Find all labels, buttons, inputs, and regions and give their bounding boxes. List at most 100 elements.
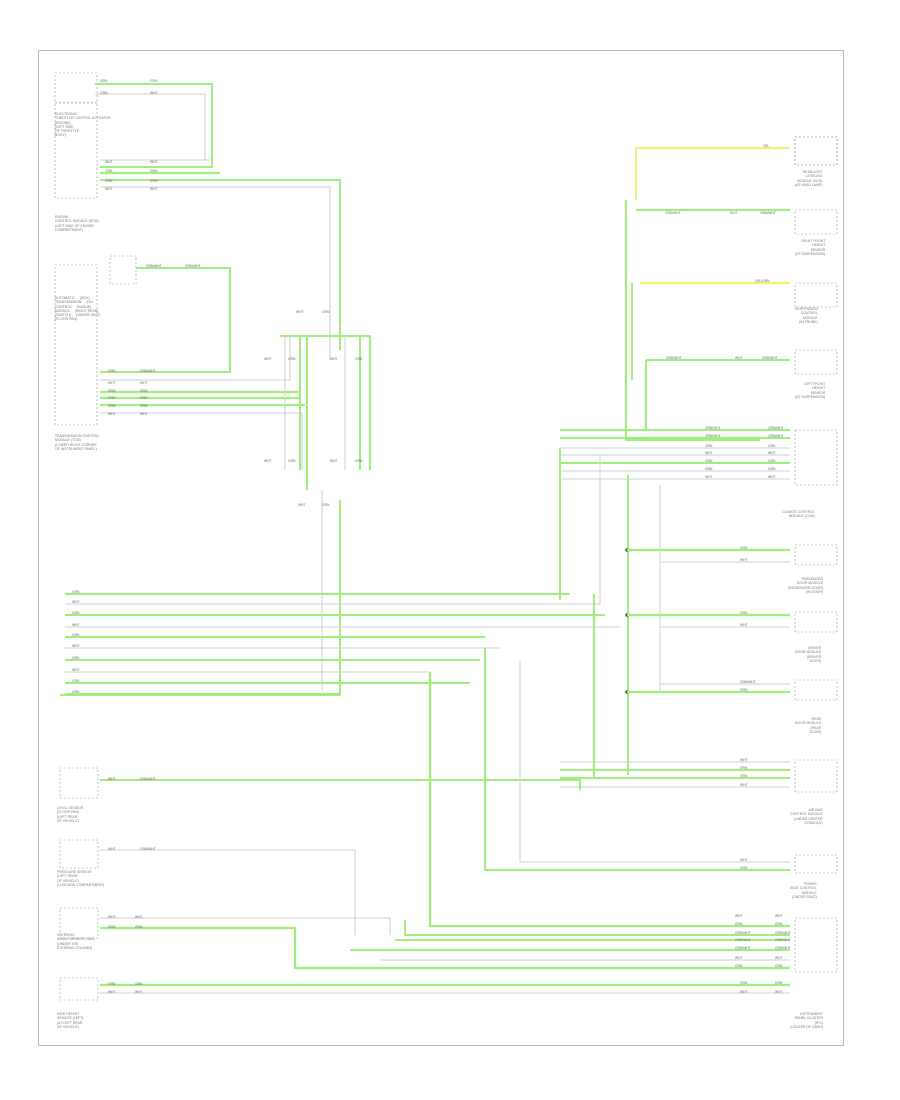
wire-55	[100, 917, 391, 935]
wire-code-label: GRN	[150, 179, 158, 183]
wire-51	[100, 779, 581, 790]
wire-1	[95, 83, 213, 168]
label-tcm: TRANSMISSION CONTROL MODULE (TCM) (LOWER…	[55, 434, 100, 451]
wire-code-label: WHT	[150, 160, 158, 164]
connector-throttle	[54, 72, 98, 104]
wire-20	[60, 500, 341, 696]
wire-code-label: WHT	[105, 160, 113, 164]
wire-6	[100, 186, 331, 360]
wire-code-label: WHT	[108, 915, 116, 919]
label-level-sensor: LEVEL SENSOR (FLOOR PAN) (LEFT REAR OF V…	[57, 806, 84, 823]
wire-code-label: GRN/WHT	[768, 434, 784, 438]
wire-code-label: WHT	[768, 475, 776, 479]
wire-code-label: GRN	[705, 459, 713, 463]
label-ccm: CLIMATE CONTROL MODULE (CCM)	[782, 510, 815, 519]
connector-ride-height	[59, 977, 99, 1001]
wire-code-label: WHT	[735, 956, 743, 960]
connector-pressure-sensor	[59, 839, 99, 869]
wire-code-label: GRN	[108, 369, 116, 373]
wire-code-label: WHT	[775, 990, 783, 994]
wire-code-label: WHT	[740, 783, 748, 787]
wire-24	[625, 200, 760, 441]
wire-code-label: GRN	[135, 925, 143, 929]
wire-code-label: WHT	[735, 356, 743, 360]
wire-code-label: GRN	[108, 982, 116, 986]
wire-code-label: GRN/WHT	[140, 847, 156, 851]
wire-code-label: WHT	[150, 91, 158, 95]
wire-53	[484, 648, 790, 871]
connector-seat-module	[794, 917, 838, 973]
wire-code-label: GRN	[355, 357, 363, 361]
wire-code-label: GRN	[775, 981, 783, 985]
wire-code-label: GRN	[105, 169, 113, 173]
wire-58	[404, 920, 790, 936]
wire-code-label: GRN	[705, 444, 713, 448]
wire-code-label: GRN/WHT	[735, 946, 751, 950]
wire-code-label: GRN	[740, 774, 748, 778]
wire-code-label: GRN	[100, 91, 108, 95]
wire-code-label: WHT	[108, 381, 116, 385]
wire-code-label: GRN/WHT	[735, 938, 751, 942]
wire-code-label: GRN/WHT	[185, 264, 201, 268]
wire-code-label: WHT	[140, 381, 148, 385]
wire-code-label: WHT	[72, 668, 80, 672]
label-hlm: HEADLIGHT LEVELING MODULE (HLM) (AT HEAD…	[795, 170, 823, 187]
wire-code-label: WHT	[740, 990, 748, 994]
wire-code-label: GRN	[100, 79, 108, 83]
wire-code-label: GRN	[140, 396, 148, 400]
wire-code-label: GRN	[740, 866, 748, 870]
wire-code-label: WHT	[740, 758, 748, 762]
wire-code-label: GRN	[72, 633, 80, 637]
label-ipc: INSTRUMENT PANEL CLUSTER (IPC) (CENTER O…	[790, 1012, 824, 1029]
wire-code-label: GRN	[705, 467, 713, 471]
wire-54	[519, 660, 790, 863]
wire-code-label: WHT	[775, 914, 783, 918]
wire-code-label: GRN	[140, 404, 148, 408]
wire-12	[100, 412, 303, 470]
wire-code-label: WHT	[108, 777, 116, 781]
wire-code-label: WHT	[72, 644, 80, 648]
connector-level-sensor	[59, 767, 99, 799]
wire-code-label: YEL/GRN	[755, 279, 770, 283]
wire-code-label: WHT	[72, 600, 80, 604]
wire-code-label: WHT	[298, 503, 306, 507]
wire-code-label: GRN	[105, 179, 113, 183]
wire-code-label: GRN	[150, 79, 158, 83]
wire-code-label: GRN/WHT	[760, 211, 776, 215]
wire-57	[428, 672, 790, 928]
wire-code-label: GRN	[740, 981, 748, 985]
wire-code-label: WHT	[108, 990, 116, 994]
wire-code-label: GRN	[288, 357, 296, 361]
connector-right-3	[794, 349, 838, 375]
wire-code-label: GRN/WHT	[775, 931, 791, 935]
wire-2	[95, 93, 206, 161]
wire-code-label: GRN/WHT	[775, 946, 791, 950]
wire-code-label: WHT	[330, 357, 338, 361]
wire-code-label: GRN/WHT	[705, 426, 721, 430]
connector-sas	[59, 907, 99, 939]
label-sas: STEERING ANGLE SENSOR (SAS) (UNDER THE S…	[57, 933, 95, 950]
wire-code-label: WHT	[264, 459, 272, 463]
wire-code-label: GRN/WHT	[740, 680, 756, 684]
wire-code-label: GRN	[72, 590, 80, 594]
wire-code-label: WHT	[740, 858, 748, 862]
label-rf-height: RIGHT FRONT HEIGHT SENSOR (AT SUSPENSION…	[795, 239, 826, 256]
wire-code-label: GRN	[72, 611, 80, 615]
wire-code-label: GRN	[108, 396, 116, 400]
wire-code-label: GRN/WHT	[666, 356, 682, 360]
wire-code-label: GRN	[735, 922, 743, 926]
label-seat-module: POWER SEAT CONTROL MODULE (UNDER SEAT)	[790, 882, 817, 899]
label-ecm: ENGINE CONTROL MODULE (ECM) (LEFT SIDE O…	[55, 215, 99, 232]
wire-code-label: WHT	[740, 623, 748, 627]
label-trans-switch: AUTOMATIC (BOX) TRANSMISSION (ON CONTROL…	[55, 296, 101, 322]
wire-code-label: WHT	[72, 623, 80, 627]
wire-8	[100, 335, 365, 381]
wire-code-label: GRN/WHT	[705, 434, 721, 438]
wire-code-label: GRN/WHT	[762, 356, 778, 360]
connector-right-1	[794, 209, 838, 235]
wire-code-label: WHT	[135, 990, 143, 994]
connector-tcm	[54, 264, 98, 426]
wire-code-label: GRN	[355, 459, 363, 463]
label-rear-door: REAR DOOR MODULE (REAR DOOR)	[795, 717, 822, 734]
